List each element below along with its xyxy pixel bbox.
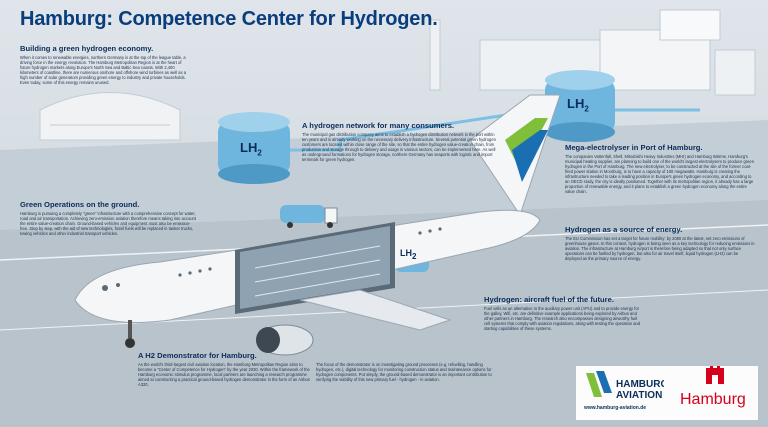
page-title: Hamburg: Competence Center for Hydrogen. <box>20 8 438 30</box>
section-body: The EU Commission has set a target for f… <box>565 236 755 261</box>
section-demonstrator: A H2 Demonstrator for Hamburg. As the wo… <box>138 351 314 387</box>
section-body: The municipal gas distribution company a… <box>302 132 496 162</box>
section-heading: A H2 Demonstrator for Hamburg. <box>138 351 257 360</box>
section-heading: Hydrogen as a source of energy. <box>565 225 683 234</box>
lh2-label-small: LH2 <box>400 248 417 261</box>
logo-text-line1: HAMBURG <box>616 379 664 390</box>
section-aircraft-fuel: Hydrogen: aircraft fuel of the future. F… <box>484 295 644 331</box>
section-network: A hydrogen network for many consumers. T… <box>302 121 498 162</box>
section-heading: A hydrogen network for many consumers. <box>302 121 455 130</box>
section-body: As the world's third-largest civil aviat… <box>138 362 310 387</box>
section-heading: Building a green hydrogen economy. <box>20 44 154 53</box>
section-body: The focus of the demonstrator is on inve… <box>316 362 492 382</box>
aircraft-a320 <box>74 209 541 356</box>
section-heading: Mega-electrolyser in Port of Hamburg. <box>565 143 703 152</box>
section-heading: Hydrogen: aircraft fuel of the future. <box>484 295 614 304</box>
lh2-tank-right <box>545 70 615 142</box>
section-electrolyser: Mega-electrolyser in Port of Hamburg. Th… <box>565 143 757 194</box>
section-body: Hamburg is pursuing a completely "green"… <box>20 211 196 236</box>
logo-text-line2: AVIATION <box>616 390 662 401</box>
section-ground-ops: Green Operations on the ground. Hamburg … <box>20 200 198 236</box>
section-body: When it comes to renewable energies, nor… <box>20 55 187 85</box>
section-body: Fuel cells as an alternative to the auxi… <box>484 306 641 331</box>
section-body: The companies Vattenfall, Shell, Mitsubi… <box>565 154 754 194</box>
section-demonstrator-focus: The focus of the demonstrator is on inve… <box>316 362 496 382</box>
tanker-truck <box>280 205 338 228</box>
hamburg-wordmark: Hamburg <box>680 391 746 408</box>
section-energy-source: Hydrogen as a source of energy. The EU C… <box>565 225 755 261</box>
lh2-label-left: LH2 <box>240 140 262 158</box>
website-url[interactable]: www.hamburg-aviation.de <box>584 405 647 411</box>
section-green-hydrogen: Building a green hydrogen economy. When … <box>20 44 188 85</box>
hamburg-aviation-logo: HAMBURG AVIATION <box>586 371 664 401</box>
hamburg-city-logo: Hamburg <box>680 366 746 408</box>
lh2-label-right: LH2 <box>567 96 589 114</box>
section-heading: Green Operations on the ground. <box>20 200 140 209</box>
lh2-tank-left <box>218 112 290 184</box>
